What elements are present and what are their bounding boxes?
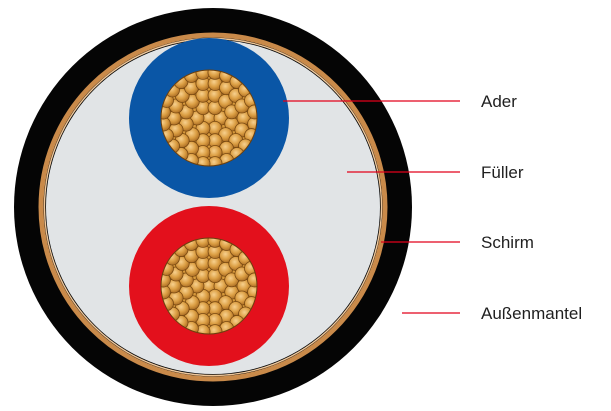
copper-strand: [247, 104, 257, 120]
label-conductor: Ader: [481, 92, 517, 111]
core-red: [129, 206, 289, 366]
copper-strand: [247, 272, 257, 288]
label-shield: Schirm: [481, 233, 534, 252]
core-blue: [129, 38, 289, 198]
label-filler: Füller: [481, 163, 524, 182]
copper-strands-icon: [161, 238, 257, 334]
label-outer-sheath: Außenmantel: [481, 304, 582, 323]
shield-ring: [38, 32, 388, 382]
